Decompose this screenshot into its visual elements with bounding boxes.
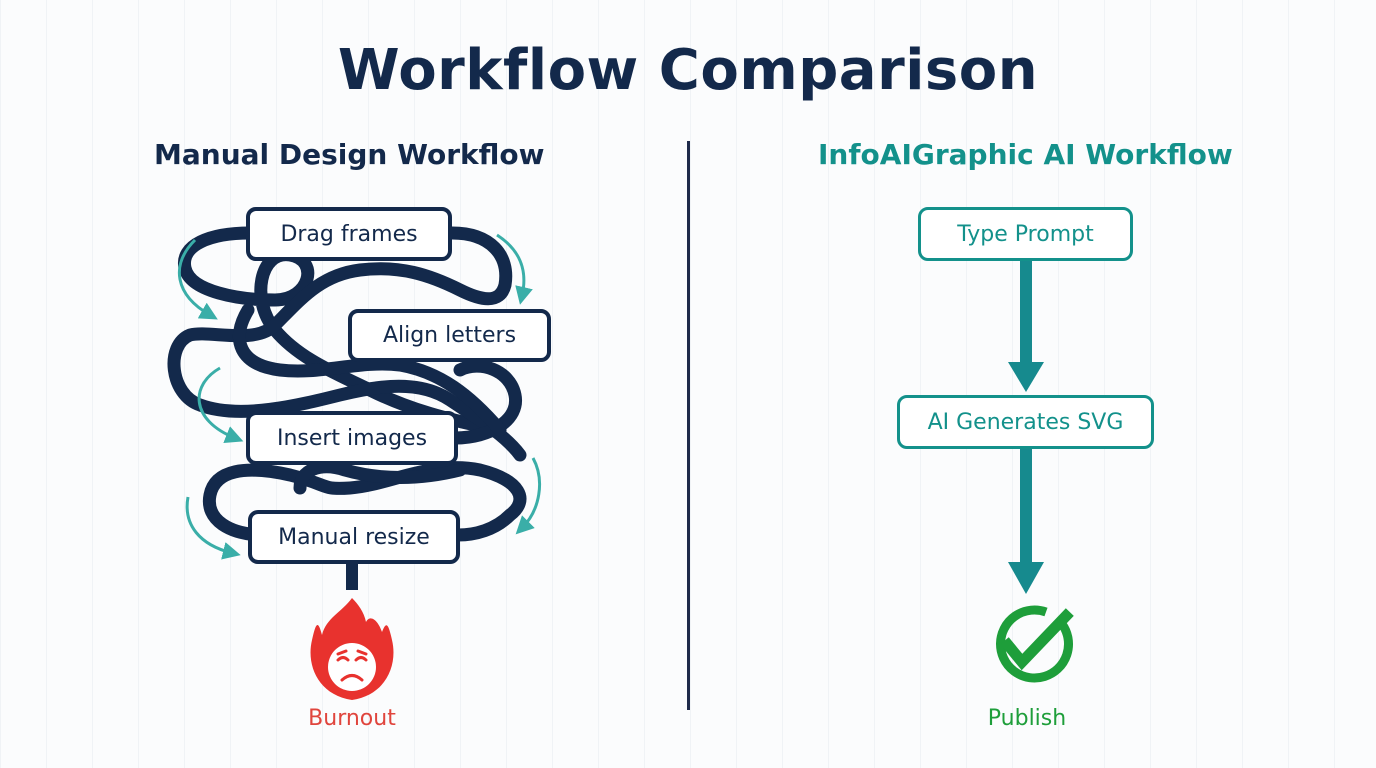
tangled-path	[167, 226, 527, 542]
curved-arrow-icon	[178, 238, 218, 320]
tangle-line	[202, 461, 527, 542]
step-type-prompt: Type Prompt	[918, 207, 1133, 261]
step-drag-frames: Drag frames	[246, 207, 452, 261]
tangle-line	[233, 303, 507, 437]
tangle-line	[293, 460, 467, 495]
ai-flow-arrows	[1008, 260, 1044, 594]
arrow-head-icon	[1008, 562, 1044, 594]
step-insert-images: Insert images	[246, 411, 458, 465]
curved-arrow-icon	[197, 366, 244, 444]
step-label: Insert images	[276, 425, 428, 451]
tangle-line	[167, 226, 527, 462]
publish-label: Publish	[987, 706, 1067, 731]
step-label: Drag frames	[280, 221, 418, 247]
arrow-head-icon	[1008, 362, 1044, 392]
step-ai-generates-svg: AI Generates SVG	[897, 395, 1154, 449]
step-align-letters: Align letters	[348, 309, 551, 362]
burnout-label: Burnout	[308, 706, 396, 731]
ai-workflow-heading: InfoAIGraphic AI Workflow	[818, 138, 1233, 171]
step-label: Manual resize	[278, 524, 430, 550]
step-label: Align letters	[382, 323, 517, 348]
arrow-shaft	[1020, 260, 1032, 365]
tangle-line	[448, 359, 522, 445]
step-label: Type Prompt	[957, 221, 1094, 247]
burnout-fire-face-icon	[310, 598, 394, 700]
page-title: Workflow Comparison	[337, 38, 1039, 103]
column-divider	[687, 141, 690, 710]
curved-arrow-icon	[185, 496, 241, 560]
teal-arrows	[178, 233, 541, 560]
step-manual-resize: Manual resize	[248, 510, 460, 564]
curved-arrow-icon	[496, 233, 533, 305]
step-label: AI Generates SVG	[927, 409, 1124, 435]
curved-arrow-icon	[515, 457, 541, 535]
manual-workflow-heading: Manual Design Workflow	[154, 138, 545, 171]
arrow-shaft	[1020, 448, 1032, 566]
check-circle-icon	[996, 605, 1074, 683]
